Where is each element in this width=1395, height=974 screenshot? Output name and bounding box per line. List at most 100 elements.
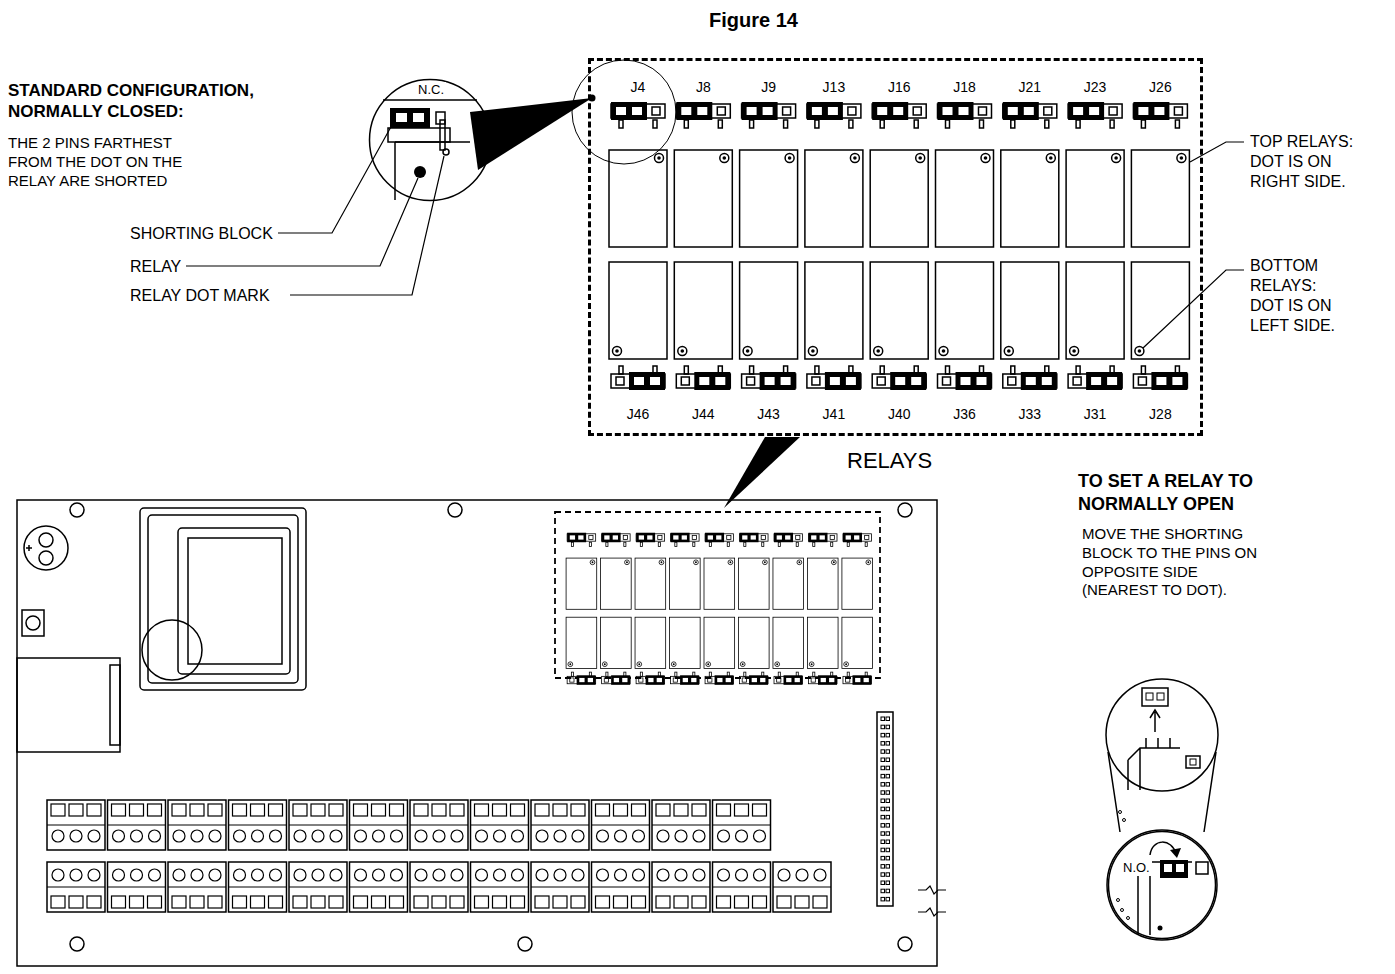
pin — [886, 766, 890, 770]
terminal-block — [229, 800, 287, 850]
terminal-screw — [675, 830, 687, 842]
relay-dot — [443, 149, 449, 155]
port — [110, 665, 120, 745]
terminal-block — [47, 862, 105, 912]
terminal-screw-box — [390, 804, 404, 816]
terminal-screw-box — [735, 896, 749, 908]
pin — [881, 832, 885, 836]
terminal-screw-box — [233, 804, 247, 816]
terminal-screw-box — [148, 896, 162, 908]
terminal-screw-box — [535, 804, 549, 816]
terminal-screw-box — [372, 896, 386, 908]
terminal-block — [773, 862, 831, 912]
terminal-line — [410, 825, 468, 826]
zoom-circle — [1106, 679, 1218, 791]
relay-area: RELAYS — [588, 58, 1203, 436]
note: THE 2 PINS FARTHEST FROM THE DOT ON THE … — [8, 134, 198, 190]
terminal-screw-box — [795, 896, 809, 908]
terminal-line — [289, 825, 347, 826]
terminal-screw-box — [717, 896, 731, 908]
terminal-screw — [355, 869, 367, 881]
terminal-line — [108, 887, 166, 888]
pin — [881, 774, 885, 778]
terminal-block — [47, 800, 105, 850]
terminal-block — [713, 800, 771, 850]
dot-mark — [1127, 917, 1130, 920]
terminal-screw-box — [414, 804, 428, 816]
terminal-screw-box — [493, 804, 507, 816]
terminal-block — [592, 862, 650, 912]
terminal-screw-box — [51, 896, 65, 908]
terminal-screw-box — [674, 804, 688, 816]
pin — [881, 807, 885, 811]
terminal-screw-box — [190, 896, 204, 908]
connector-name: J41 — [823, 406, 846, 424]
terminal-screw-box — [414, 896, 428, 908]
terminal-line — [531, 887, 589, 888]
circle-outline — [1107, 830, 1217, 940]
terminal-screw-box — [69, 896, 83, 908]
terminal-screw — [373, 869, 385, 881]
terminal-screw-box — [596, 804, 610, 816]
terminal-screw-box — [571, 896, 585, 908]
pin — [881, 758, 885, 762]
arrow-head — [1170, 848, 1181, 858]
connector-name: J16 — [888, 79, 911, 97]
terminal-screw — [633, 869, 645, 881]
relay-dot — [1158, 926, 1163, 931]
terminal-screw — [52, 830, 64, 842]
battery-part — [39, 533, 53, 547]
terminal-screw-box — [208, 896, 222, 908]
terminal-screw — [391, 830, 403, 842]
terminal-line — [410, 887, 468, 888]
header-pin — [440, 120, 445, 150]
terminal-screw — [633, 830, 645, 842]
terminal-screw-box — [475, 804, 489, 816]
terminal-screw — [476, 869, 488, 881]
block-pin — [1164, 864, 1172, 872]
terminal-block — [168, 800, 226, 850]
terminal-screw — [657, 869, 669, 881]
shorting-block — [390, 108, 430, 128]
terminal-screw-box — [112, 896, 126, 908]
pin — [886, 774, 890, 778]
connector-name: J21 — [1019, 79, 1042, 97]
terminal-screw — [113, 869, 125, 881]
terminal-block — [471, 800, 529, 850]
zoom-circle-outline — [1107, 830, 1217, 940]
terminal-block — [289, 862, 347, 912]
terminal-screw — [373, 830, 385, 842]
shorting-block — [1160, 860, 1188, 878]
mount-hole — [70, 503, 84, 517]
connector-name: J36 — [953, 406, 976, 424]
terminal-screw-box — [233, 896, 247, 908]
terminal-screw-box — [777, 896, 791, 908]
terminal-screw — [173, 830, 185, 842]
pin — [886, 733, 890, 737]
terminal-screw — [512, 869, 524, 881]
connector-name: J18 — [953, 79, 976, 97]
terminal-line — [531, 825, 589, 826]
terminal-screw-box — [553, 896, 567, 908]
terminal-screw-box — [172, 896, 186, 908]
terminal-screw-box — [511, 804, 525, 816]
pin — [886, 750, 890, 754]
terminal-line — [471, 825, 529, 826]
terminal-screw-box — [632, 804, 646, 816]
pin — [881, 799, 885, 803]
terminal-line — [652, 825, 710, 826]
terminal-screw — [572, 869, 584, 881]
mount-hole — [448, 503, 462, 517]
terminal-screw — [433, 869, 445, 881]
terminal-screw — [778, 869, 790, 881]
terminal-screw — [252, 869, 264, 881]
plus-sign — [26, 545, 32, 551]
terminal-block — [471, 862, 529, 912]
pin — [881, 856, 885, 860]
pin — [881, 742, 885, 746]
connector-name: J33 — [1019, 406, 1042, 424]
block-pin — [1157, 693, 1164, 700]
node-label: N.O. — [1121, 860, 1152, 876]
block-pin — [396, 113, 407, 122]
terminal-block — [713, 862, 771, 912]
